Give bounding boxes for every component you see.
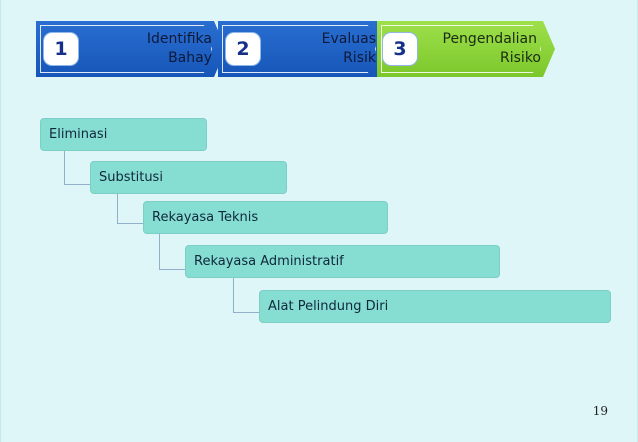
connector-line — [64, 151, 91, 185]
step-label-line1: Pengendalian — [442, 31, 538, 47]
step-label-line2: Risiko — [500, 50, 541, 66]
hierarchy-item-rekayasa-teknis[interactable]: Rekayasa Teknis — [143, 201, 388, 234]
step-inner-border — [40, 25, 212, 73]
step-label-line2: Risik — [343, 50, 376, 66]
step-identifikasi-bahaya[interactable]: 1 Identifika Bahay — [36, 21, 226, 77]
step-number-badge: 2 — [226, 33, 260, 65]
connector-line — [233, 277, 260, 313]
hierarchy-item-alat-pelindung-diri[interactable]: Alat Pelindung Diri — [259, 290, 611, 323]
hierarchy-item-rekayasa-administratif[interactable]: Rekayasa Administratif — [185, 245, 500, 278]
page-number: 19 — [592, 404, 608, 418]
step-label: Pengendalian Risiko — [443, 30, 542, 68]
step-pengendalian-risiko[interactable]: 3 Pengendalian Risiko — [377, 21, 555, 77]
hierarchy-item-substitusi[interactable]: Substitusi — [90, 161, 287, 194]
step-label-line2: Bahay — [168, 50, 212, 66]
connector-line — [117, 189, 144, 224]
step-label-line1: Evaluas — [321, 31, 376, 47]
step-inner-border — [222, 25, 376, 73]
step-label: Evaluas Risik — [322, 30, 376, 68]
step-number-badge: 1 — [44, 33, 78, 65]
connector-line — [159, 234, 186, 270]
step-label: Identifika Bahay — [147, 30, 212, 68]
step-inner-border — [381, 25, 541, 73]
step-number-badge: 3 — [383, 33, 417, 65]
hierarchy-item-eliminasi[interactable]: Eliminasi — [40, 118, 207, 151]
step-label-line1: Identifika — [146, 31, 212, 47]
step-evaluasi-risiko[interactable]: 2 Evaluas Risik — [218, 21, 390, 77]
